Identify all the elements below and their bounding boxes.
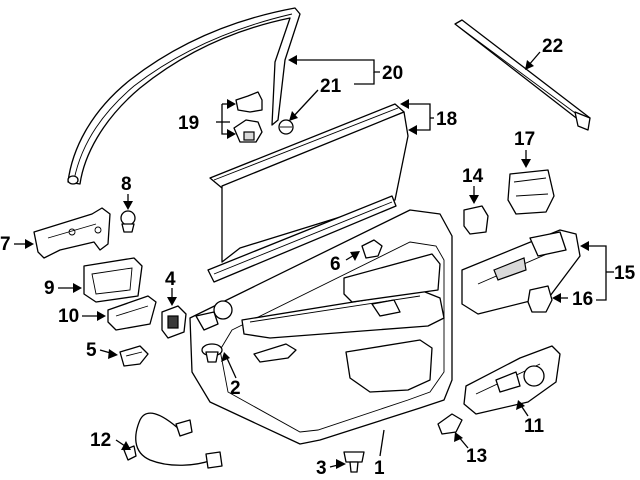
callout-16: 16 [572, 289, 593, 310]
part-20-window-frame-molding [67, 7, 301, 185]
callout-5: 5 [86, 340, 97, 361]
callout-13: 13 [466, 446, 487, 467]
callout-3: 3 [316, 458, 327, 479]
part-12-wiring-harness [123, 412, 223, 469]
callout-22: 22 [542, 36, 563, 57]
part-14-switch [463, 205, 489, 235]
callout-19: 19 [178, 113, 199, 134]
callout-14: 14 [462, 166, 484, 187]
callout-15: 15 [614, 263, 636, 284]
part-13-clip [437, 413, 463, 435]
part-2-push-pin [201, 343, 223, 363]
part-3-screw [343, 451, 365, 473]
part-11-pull-handle [463, 345, 561, 415]
part-15-switch-panel [461, 229, 581, 315]
part-6-courtesy-lamp [361, 239, 383, 259]
part-18-door-glass [207, 103, 409, 283]
callout-18: 18 [436, 109, 457, 130]
part-8-fastener [120, 210, 136, 233]
callout-labels: 1 2 3 4 5 6 7 8 9 10 11 12 13 14 15 16 1… [0, 36, 636, 479]
part-4-switch-bezel [161, 305, 187, 339]
part-10-reinforcement [107, 295, 157, 331]
callout-7: 7 [0, 234, 11, 255]
part-5-handle-bracket [119, 345, 149, 367]
part-22-belt-weatherstrip [454, 19, 591, 131]
part-1-door-trim-panel [189, 209, 453, 445]
part-16-switch [527, 285, 553, 313]
part-19-clips [233, 91, 263, 143]
part-17-switch-assembly [507, 169, 555, 215]
callout-4: 4 [165, 269, 176, 290]
callout-1: 1 [374, 458, 385, 479]
leader-lines [14, 51, 614, 469]
callout-12: 12 [90, 430, 111, 451]
callout-8: 8 [121, 174, 132, 195]
callout-2: 2 [230, 378, 241, 399]
callout-20: 20 [382, 63, 403, 84]
callout-10: 10 [58, 306, 79, 327]
part-7-latch-bracket [33, 207, 111, 259]
part-21-fastener [278, 119, 294, 135]
callout-9: 9 [44, 278, 55, 299]
part-9-inside-handle [83, 257, 143, 303]
callout-6: 6 [330, 254, 341, 275]
callout-17: 17 [514, 129, 535, 150]
callout-21: 21 [320, 76, 342, 97]
callout-11: 11 [524, 416, 545, 437]
